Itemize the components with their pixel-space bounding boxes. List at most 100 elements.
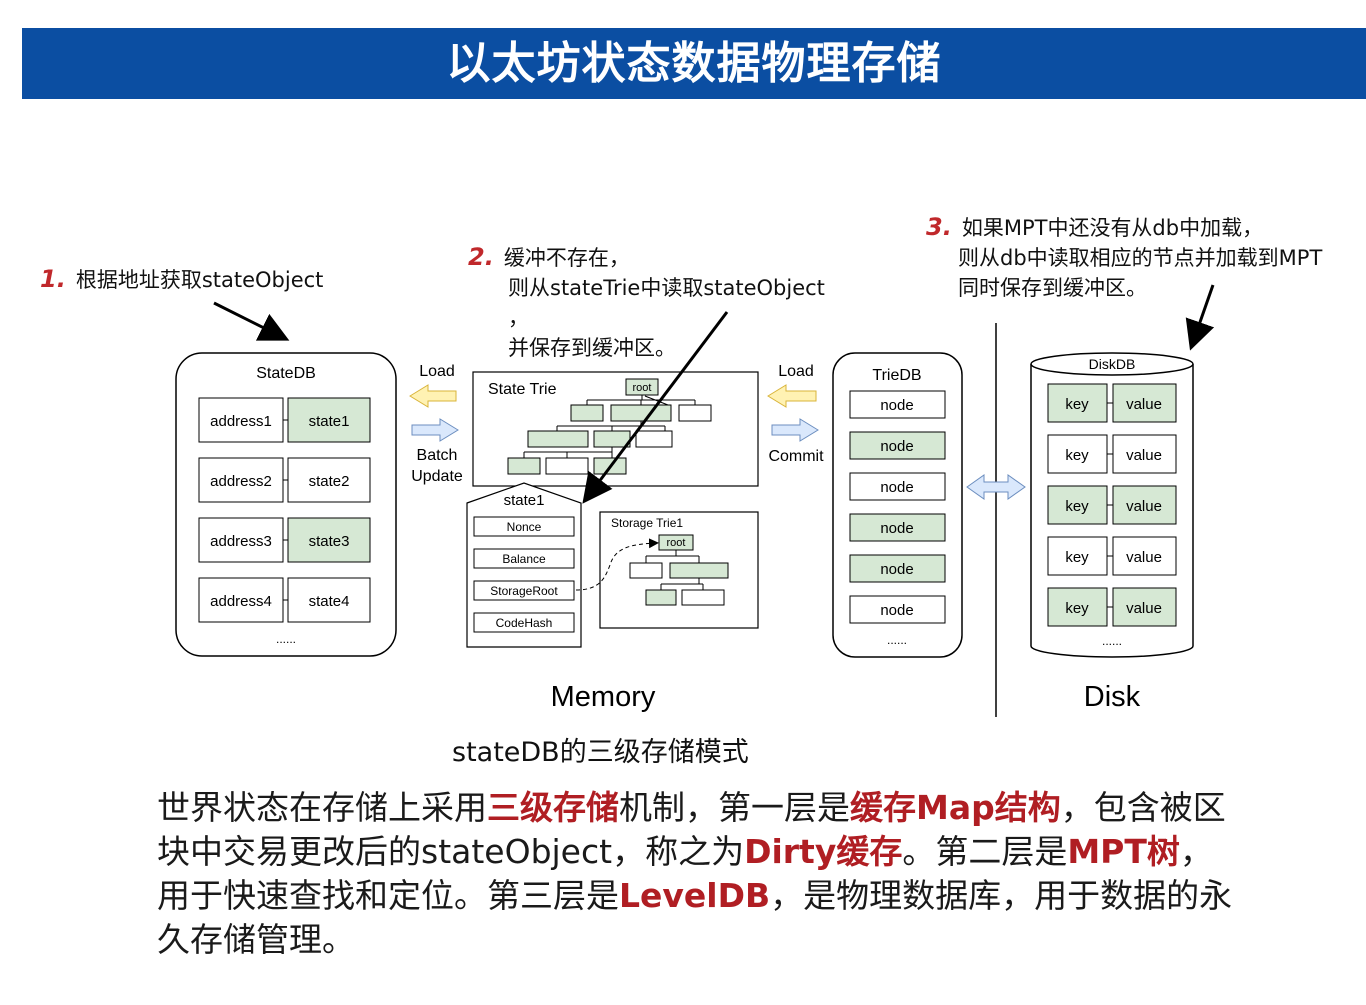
- paragraph-text: ，是物理数据库，用于数据的永久存储管理。: [157, 876, 1233, 959]
- diskdb-key-label: key: [1065, 396, 1089, 413]
- diskdb-value-label: value: [1126, 498, 1162, 515]
- triedb-node: [849, 595, 946, 624]
- triedb-node-label: node: [880, 602, 913, 619]
- triedb-node-label: node: [880, 561, 913, 578]
- annotation-2-line: 缓冲不存在，: [503, 246, 630, 270]
- state1-title: state1: [504, 492, 545, 509]
- state1-field-label: Balance: [502, 552, 546, 566]
- address-label: address1: [210, 413, 272, 430]
- triedb-node-label: node: [880, 520, 913, 537]
- sync-double-arrow-icon: [966, 474, 1026, 500]
- address-cell: [198, 457, 284, 503]
- storage-trie-root-label: root: [667, 537, 686, 549]
- trie-node: [678, 404, 712, 422]
- batch-label-1: Batch: [417, 447, 458, 464]
- trie-node: [593, 430, 631, 448]
- highlighted-term: 三级存储: [487, 788, 619, 827]
- diskdb-key-label: key: [1065, 549, 1089, 566]
- annotation-1-text: 根据地址获取stateObject: [75, 268, 324, 292]
- state-label: state4: [309, 593, 350, 610]
- address-cell: [198, 517, 284, 563]
- trie-node: [635, 430, 673, 448]
- state-trie-root-label: root: [633, 382, 652, 394]
- triedb-node: [849, 431, 946, 460]
- annotation-1-arrow: [213, 301, 290, 341]
- diskdb-value-label: value: [1126, 396, 1162, 413]
- address-label: address2: [210, 473, 272, 490]
- paragraph-text: 世界状态在存储上采用: [157, 788, 487, 827]
- page-title: 以太坊状态数据物理存储: [446, 38, 942, 89]
- diskdb-key-cell: [1047, 434, 1108, 474]
- paragraph-text: ，包含被区块中交易更改后的stateObject，称之为: [157, 788, 1226, 871]
- state1-field: [473, 548, 575, 569]
- triedb-title: TrieDB: [872, 367, 921, 384]
- trie-node: [545, 457, 589, 475]
- statedb-ellipsis: ......: [276, 632, 296, 646]
- diskdb-cylinder-top: [1030, 352, 1194, 376]
- paragraph-text: ，用于快速查找和定位。第三层是: [157, 832, 1213, 915]
- batch-update-arrow-icon: [411, 418, 459, 442]
- state-cell: [287, 397, 371, 443]
- diskdb-value-label: value: [1126, 549, 1162, 566]
- description-paragraph: 世界状态在存储上采用三级存储机制，第一层是缓存Map结构，包含被区块中交易更改后…: [157, 786, 1237, 962]
- highlighted-term: Dirty缓存: [744, 832, 903, 871]
- state1-field-label: CodeHash: [496, 616, 553, 630]
- commit-arrow-icon: [771, 418, 819, 442]
- triedb-node-label: node: [880, 438, 913, 455]
- batch-label-2: Update: [411, 468, 463, 485]
- triedb-node: [849, 390, 946, 419]
- highlighted-term: LevelDB: [619, 876, 771, 915]
- storage-trie-node: [681, 589, 725, 606]
- triedb-node: [849, 513, 946, 542]
- annotation-3-line: 如果MPT中还没有从db中加载，: [961, 216, 1264, 240]
- annotation-3-number: 3.: [926, 213, 952, 241]
- diskdb-value-cell: [1112, 536, 1177, 576]
- state-cell: [287, 457, 371, 503]
- annotation-2-number: 2.: [468, 243, 494, 271]
- annotation-3-line: 则从db中读取相应的节点并加载到MPT: [958, 246, 1323, 270]
- storage-trie-node: [629, 562, 663, 579]
- storage-trie-node: [669, 562, 729, 579]
- load-arrow-right-icon: [767, 384, 817, 408]
- highlighted-term: 缓存Map结构: [850, 788, 1061, 827]
- annotation-2-arrow: [582, 311, 729, 504]
- paragraph-text: 。第二层是: [902, 832, 1068, 871]
- annotation-1-number: 1.: [40, 265, 66, 293]
- address-cell: [198, 577, 284, 623]
- address-label: address3: [210, 533, 272, 550]
- diskdb-ellipsis: ......: [1102, 634, 1122, 648]
- diskdb-value-label: value: [1126, 447, 1162, 464]
- load-arrow-left-icon: [409, 384, 457, 408]
- diskdb-value-cell: [1112, 383, 1177, 423]
- storage-root-link: [575, 538, 659, 591]
- trie-node: [570, 404, 604, 422]
- annotation-2-line: ，: [508, 306, 529, 330]
- annotation-3-line: 同时保存到缓冲区。: [958, 276, 1147, 300]
- load-label-left: Load: [419, 363, 455, 380]
- diskdb-value-cell: [1112, 587, 1177, 627]
- state-trie-edges: [523, 395, 696, 458]
- diskdb-value-cell: [1112, 485, 1177, 525]
- diskdb-key-label: key: [1065, 498, 1089, 515]
- storage-trie-title: Storage Trie1: [611, 516, 683, 530]
- trie-node: [527, 430, 589, 448]
- annotation-2-line: 则从stateTrie中读取stateObject: [508, 276, 825, 300]
- highlighted-term: MPT树: [1067, 832, 1180, 871]
- state1-field: [473, 612, 575, 633]
- annotation-3: 3. 如果MPT中还没有从db中加载， 则从db中读取相应的节点并加载到MPT 同…: [926, 212, 1322, 303]
- load-label-right: Load: [778, 363, 814, 380]
- address-label: address4: [210, 593, 272, 610]
- diskdb-key-cell: [1047, 536, 1108, 576]
- diskdb-key-cell: [1047, 383, 1108, 423]
- diskdb-key-label: key: [1065, 447, 1089, 464]
- state1-field: [473, 516, 575, 537]
- state-cell: [287, 517, 371, 563]
- commit-label: Commit: [768, 448, 824, 465]
- title-bar: 以太坊状态数据物理存储: [22, 28, 1366, 99]
- state-label: state3: [309, 533, 350, 550]
- trie-node: [507, 457, 541, 475]
- triedb-ellipsis: ......: [887, 633, 907, 647]
